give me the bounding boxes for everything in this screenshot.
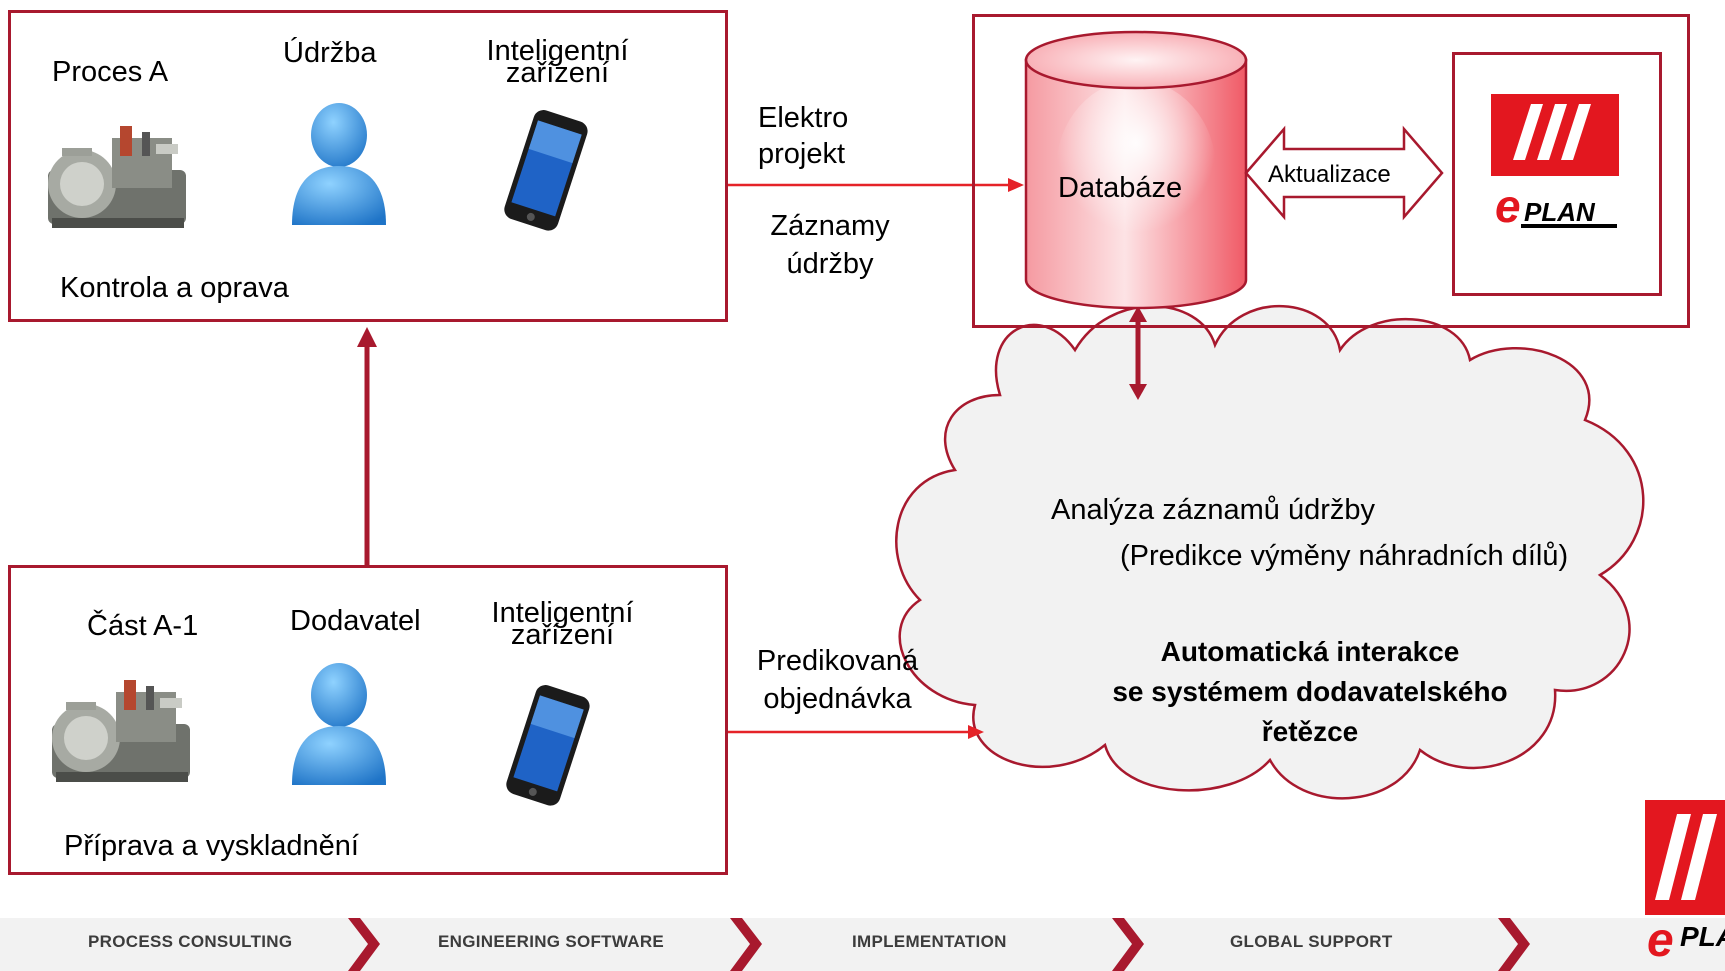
maintenance-person-label: Údržba xyxy=(283,37,377,69)
cloud-bold-text: Automatická interakce se systémem dodava… xyxy=(1060,632,1560,752)
electro-project-line2: projekt xyxy=(758,138,846,170)
person-icon xyxy=(292,663,386,785)
machine-icon xyxy=(48,126,186,228)
update-double-arrow xyxy=(1244,125,1444,221)
update-label: Aktualizace xyxy=(1268,161,1391,188)
svg-text:e: e xyxy=(1495,180,1521,232)
smart-device-label-2-line2: zařízení xyxy=(510,619,615,651)
machine-icon xyxy=(52,680,190,782)
smart-device-label-2-line1: Inteligentní xyxy=(491,597,634,629)
cloud-analysis-line1: Analýza záznamů údržby xyxy=(1051,494,1375,526)
smart-device-label-1-line2: zařízení xyxy=(505,57,610,89)
preparation-label: Příprava a vyskladnění xyxy=(64,830,359,862)
electro-project-label: Elektro projekt xyxy=(758,102,848,171)
eplan-logo-text: PLAN xyxy=(1524,197,1595,227)
svg-text:e: e xyxy=(1647,914,1674,960)
cloud-bold-line2: se systémem dodavatelského xyxy=(1112,676,1508,707)
footer-item-engineering-software[interactable]: ENGINEERING SOFTWARE xyxy=(438,932,665,951)
maintenance-records-line1: Záznamy xyxy=(770,210,890,242)
predicted-order-line2: objednávka xyxy=(763,683,912,715)
eplan-corner-logo: e xyxy=(1645,800,1725,960)
maintenance-records-line2: údržby xyxy=(786,248,874,280)
smartphone-icon xyxy=(504,110,588,231)
cloud-bold-line1: Automatická interakce xyxy=(1160,636,1460,667)
supplier-person-label: Dodavatel xyxy=(290,605,421,637)
smart-device-label-1: Inteligentní zařízení xyxy=(465,36,650,88)
inspection-repair-label: Kontrola a oprava xyxy=(60,272,289,304)
process-a-label: Proces A xyxy=(52,56,169,88)
maintenance-box xyxy=(8,10,728,322)
smartphone-icon xyxy=(506,685,590,806)
maintenance-records-label: Záznamy údržby xyxy=(740,210,920,281)
smart-device-label-1-line1: Inteligentní xyxy=(486,35,629,67)
footer-chevrons xyxy=(348,918,1530,971)
cloud-shape xyxy=(895,304,1645,800)
footer-bar xyxy=(0,918,1725,971)
arrow-database-cloud xyxy=(1129,306,1147,400)
eplan-corner-logo-text: PLAN xyxy=(1680,921,1725,952)
footer-item-implementation[interactable]: IMPLEMENTATION xyxy=(852,932,1007,951)
person-icon xyxy=(292,103,386,225)
part-a1-label: Část A-1 xyxy=(87,610,199,642)
cloud-analysis-line2: (Predikce výměny náhradních dílů) xyxy=(1120,540,1569,572)
database-box xyxy=(972,14,1690,328)
smart-device-label-2: Inteligentní zařízení xyxy=(470,598,655,650)
predicted-order-label: Predikovaná objednávka xyxy=(740,645,935,716)
database-cylinder xyxy=(1024,30,1248,310)
footer-item-global-support[interactable]: GLOBAL SUPPORT xyxy=(1230,932,1393,951)
arrow-supply-to-maintenance xyxy=(357,327,377,565)
database-label: Databáze xyxy=(1058,172,1183,204)
eplan-logo-icon: e xyxy=(1491,94,1619,232)
electro-project-line1: Elektro xyxy=(758,102,849,134)
predicted-order-line1: Predikovaná xyxy=(756,645,919,677)
cloud-bold-line3: řetězce xyxy=(1261,716,1359,747)
footer-item-process-consulting[interactable]: PROCESS CONSULTING xyxy=(88,932,293,951)
